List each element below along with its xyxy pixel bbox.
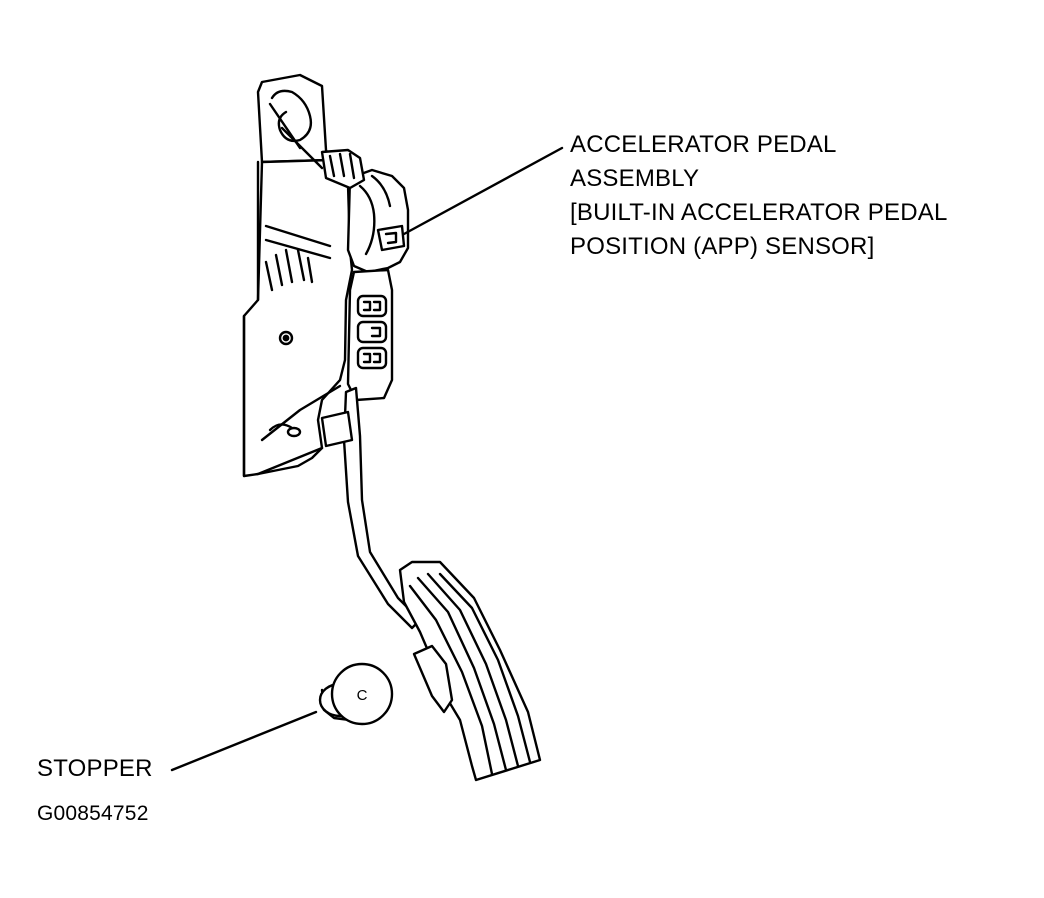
sensor-connector [346,268,394,402]
app-sensor-housing [320,148,410,274]
stopper-callout: STOPPER [37,755,153,782]
assembly-callout: ACCELERATOR PEDAL ASSEMBLY [BUILT-IN ACC… [570,128,948,264]
leader-lines [170,146,564,772]
mounting-bracket [242,73,354,478]
assembly-callout-line: ASSEMBLY [570,165,700,192]
assembly-callout-line: POSITION (APP) SENSOR] [570,233,875,260]
assembly-callout-line: ACCELERATOR PEDAL [570,131,837,158]
pedal-pad [398,560,542,782]
assembly-leader-line [402,146,564,236]
figure-id: G00854752 [37,802,149,825]
stopper-part: C [318,662,394,726]
assembly-callout-line: [BUILT-IN ACCELERATOR PEDAL [570,199,948,226]
stopper-leader-line [170,710,318,772]
stopper-mark: C [357,687,368,704]
